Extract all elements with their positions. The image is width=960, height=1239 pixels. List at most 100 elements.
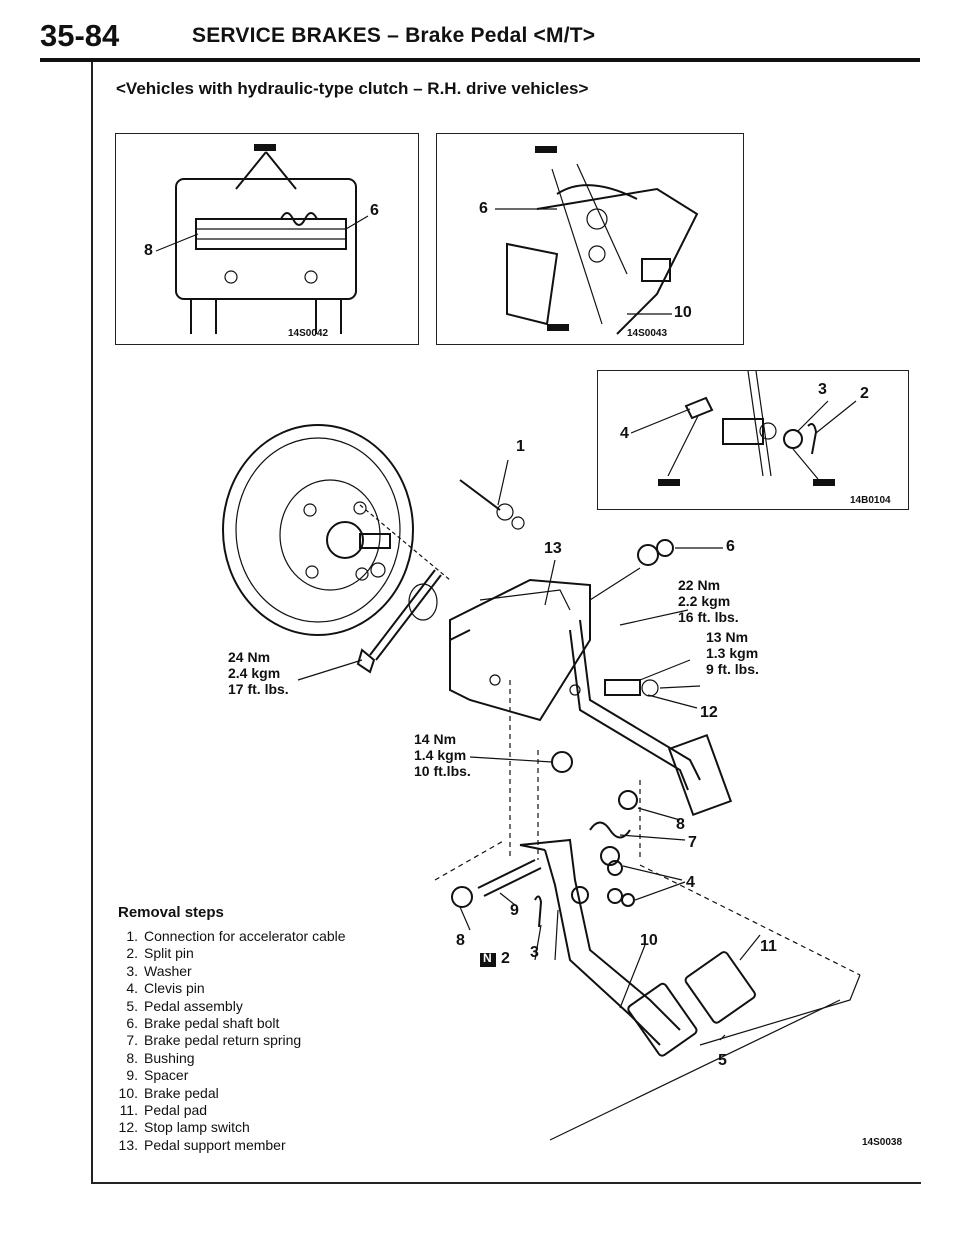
callout-10: 10 [640, 932, 658, 949]
n-marker: N [483, 951, 492, 965]
support-member [536, 187, 699, 335]
removal-step-number: 10. [118, 1084, 138, 1101]
torque-switch: 13 Nm 1.3 kgm 9 ft. lbs. [706, 629, 759, 677]
figure-top-middle: 6 10 14S0043 [436, 133, 744, 345]
callout-6: 6 [479, 200, 488, 217]
removal-step-text: Pedal support member [144, 1136, 286, 1153]
removal-step-text: Pedal assembly [144, 997, 243, 1014]
removal-step: 7. Brake pedal return spring [112, 1032, 346, 1049]
removal-step: 12.Stop lamp switch [112, 1119, 346, 1136]
grease-icon [658, 479, 680, 486]
figure-code: 14S0043 [627, 328, 668, 339]
torque-ftlbs: 17 ft. lbs. [228, 681, 289, 697]
removal-step-number: 7. [126, 1032, 138, 1049]
removal-step-text: Brake pedal [144, 1084, 219, 1101]
clevis-pin [684, 396, 714, 420]
removal-step: 1. Connection for accelerator cable [112, 928, 346, 945]
torque-nm: 24 Nm [228, 649, 271, 665]
grease-icon-2 [547, 324, 569, 331]
torque-nut-top: 22 Nm 2.2 kgm 16 ft. lbs. [678, 577, 739, 625]
stop-lamp-switch [604, 679, 641, 696]
removal-step: 2. Split pin [112, 945, 346, 962]
callout-9: 9 [510, 902, 519, 919]
return-spring [280, 212, 318, 226]
removal-step-text: Pedal pad [144, 1102, 208, 1119]
callout-11: 11 [760, 938, 777, 955]
torque-kgm: 1.4 kgm [414, 747, 467, 763]
callout-7: 7 [688, 834, 697, 851]
removal-step: 10. Brake pedal [112, 1085, 346, 1102]
torque-kgm: 2.2 kgm [678, 593, 731, 609]
section-heading: <Vehicles with hydraulic-type clutch – R… [116, 79, 589, 98]
n-marker-box [480, 953, 496, 967]
removal-step-text: Split pin [144, 945, 194, 962]
grease-icon-2 [813, 479, 835, 486]
removal-step-number: 1. [126, 928, 138, 944]
clevis [722, 418, 764, 445]
gasket [408, 583, 438, 621]
assembly-bracket [699, 974, 861, 1046]
upper-pedal-pad [667, 733, 733, 817]
callout-10: 10 [674, 304, 692, 321]
removal-steps-list: 1. Connection for accelerator cable 2. Spli… [112, 928, 346, 1154]
removal-step-text: Connection for accelerator cable [144, 928, 346, 944]
torque-kgm: 1.3 kgm [706, 645, 759, 661]
removal-step-number: 6. [126, 1015, 138, 1032]
callout-13: 13 [544, 540, 562, 557]
brake-booster [222, 424, 414, 636]
pedal-pad-11 [684, 951, 756, 1024]
callout-6: 6 [726, 538, 735, 555]
removal-step-number: 3. [126, 962, 138, 979]
brake-pedal-lower [519, 838, 681, 1031]
split-pin [807, 423, 818, 455]
callout-8: 8 [144, 242, 153, 259]
removal-step-text: Brake pedal return spring [144, 1032, 302, 1049]
connector [641, 258, 671, 282]
torque-bolt-left: 24 Nm 2.4 kgm 17 ft. lbs. [228, 649, 289, 697]
torque-nm: 14 Nm [414, 731, 457, 747]
grease-icon [535, 146, 557, 153]
washer [783, 429, 803, 449]
return-spring [589, 821, 631, 839]
torque-ftlbs: 10 ft.lbs. [414, 763, 471, 779]
callout-3: 3 [818, 381, 827, 398]
figure-top-left-drawing [155, 144, 369, 334]
removal-step-text: Spacer [144, 1067, 189, 1084]
callout-6: 6 [370, 202, 379, 219]
removal-step-number: 4. [126, 980, 138, 997]
long-bolt [369, 569, 436, 656]
grease-lines [235, 151, 297, 190]
removal-step: 8.Bushing [112, 1050, 346, 1067]
figure-top-middle-drawing [495, 146, 699, 335]
removal-step: 6.Brake pedal shaft bolt [112, 1015, 346, 1032]
removal-step: 9.Spacer [112, 1067, 346, 1084]
figure-code: 14B0104 [850, 495, 891, 506]
callout-1: 1 [516, 438, 525, 455]
torque-nm: 22 Nm [678, 577, 721, 593]
pedal-shaft [195, 218, 347, 250]
removal-step-number: 2. [126, 945, 138, 962]
removal-step-number: 5. [126, 997, 138, 1014]
bushing [600, 846, 620, 866]
pedal-pad [627, 982, 698, 1057]
page-title: SERVICE BRAKES – Brake Pedal <M/T> [192, 24, 596, 47]
removal-step: 4.Clevis pin [112, 980, 346, 997]
torque-kgm: 2.4 kgm [228, 665, 281, 681]
bracket-outline [175, 178, 357, 300]
spacer [477, 859, 536, 889]
removal-step-number: 13. [118, 1136, 138, 1153]
bottom-rule [91, 1182, 921, 1184]
removal-step-number: 11. [119, 1102, 138, 1119]
callout-4: 4 [620, 425, 629, 442]
removal-steps-title: Removal steps [118, 904, 224, 921]
figure-top-right-drawing [630, 371, 857, 486]
torque-nm: 13 Nm [706, 629, 749, 645]
figure-code-main: 14S0038 [862, 1137, 903, 1148]
torque-nut-lower: 14 Nm 1.4 kgm 10 ft.lbs. [414, 731, 471, 779]
torque-ftlbs: 16 ft. lbs. [678, 609, 739, 625]
callout-5: 5 [718, 1052, 727, 1069]
grease-icon [254, 144, 276, 151]
callout-12: 12 [700, 704, 718, 721]
removal-step-number: 8. [126, 1049, 138, 1066]
